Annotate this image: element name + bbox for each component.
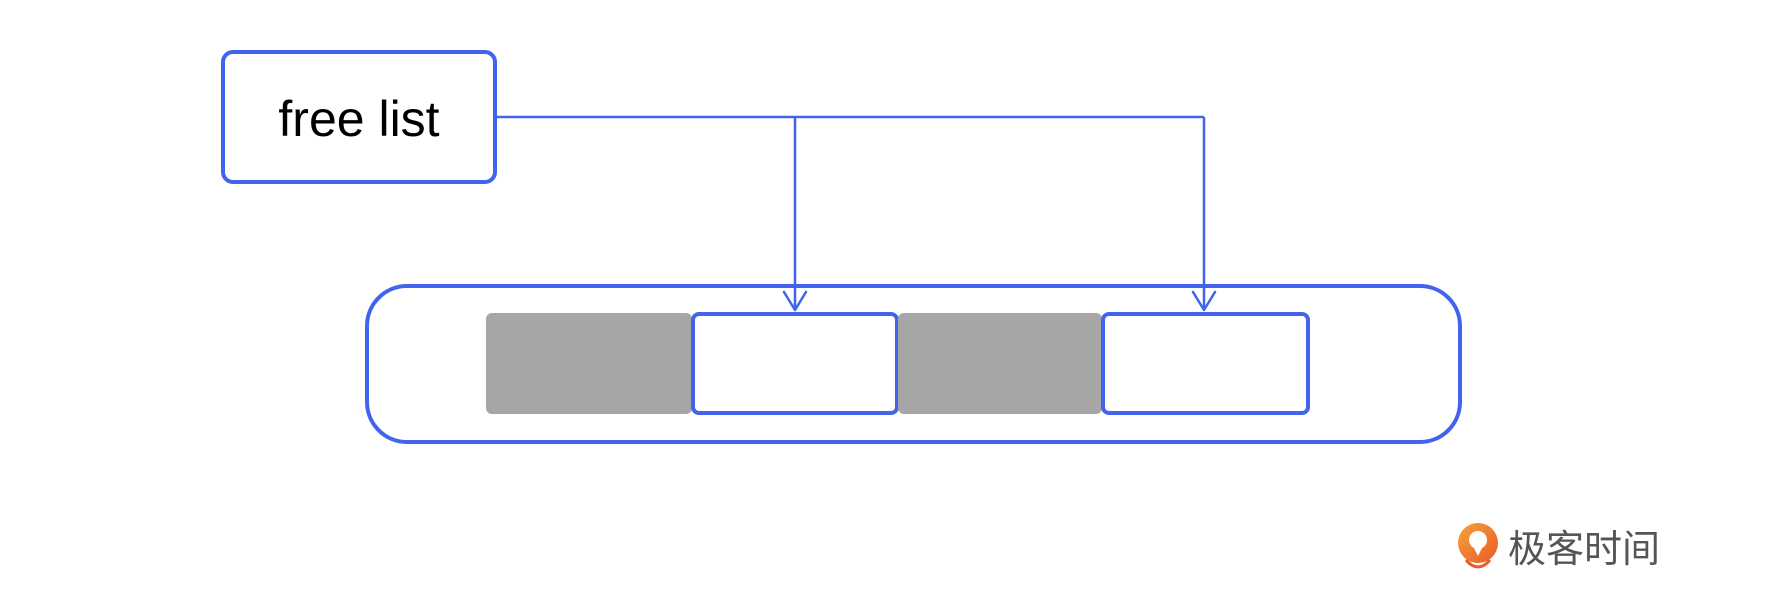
logo-icon: [1458, 523, 1498, 569]
free-list-pointers: [495, 115, 1217, 312]
allocated-block-1: [486, 313, 692, 414]
brand-logo: 极客时间: [1458, 523, 1660, 571]
free-block-2: [1101, 312, 1310, 415]
memory-pool: [365, 284, 1462, 444]
allocated-block-2: [898, 313, 1102, 414]
free-block-1: [691, 312, 899, 415]
free-list-label: free list: [278, 91, 439, 147]
logo-text: 极客时间: [1508, 527, 1660, 571]
memory-pool-container: [365, 284, 1462, 444]
arrowhead-free-block-2: [1191, 290, 1217, 312]
free-list-node: free list: [221, 50, 497, 184]
arrowhead-free-block-1: [782, 290, 808, 312]
